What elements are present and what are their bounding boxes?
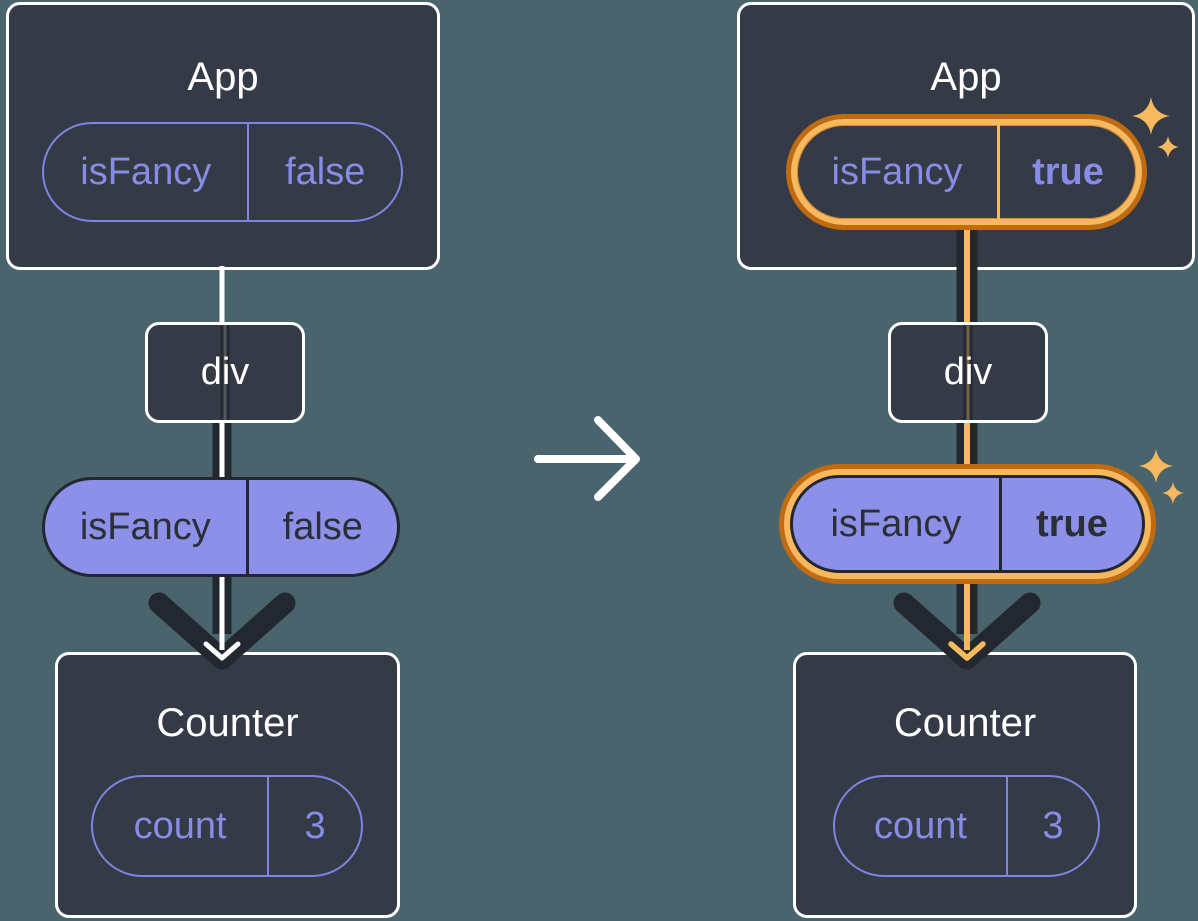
component-title: App (930, 55, 1002, 99)
state-value: false (285, 150, 366, 193)
state-name: isFancy (831, 150, 963, 193)
arrow-down-core-icon (203, 641, 241, 661)
state-pill-app-after-highlighted: isFancy true (791, 119, 1142, 225)
state-pill-counter-after: count 3 (833, 775, 1100, 877)
arrow-right-icon (534, 416, 640, 501)
dom-node-box-after: div (888, 322, 1048, 423)
prop-flow-after (893, 228, 1041, 670)
component-title: App (187, 55, 259, 99)
state-name: isFancy (80, 150, 212, 193)
pill-divider (1005, 777, 1008, 875)
prop-passthrough-core (223, 325, 227, 420)
state-value: true (1032, 150, 1104, 193)
pill-divider (247, 124, 250, 220)
pill-divider (998, 478, 1002, 570)
arrow-down-core-icon (948, 641, 986, 661)
prop-name: isFancy (830, 502, 962, 545)
prop-pill-passed-before: isFancy false (42, 477, 400, 577)
component-title: Counter (156, 701, 299, 745)
sparkle-icon (1139, 449, 1173, 483)
prop-passthrough-stripe (963, 325, 973, 420)
state-pill-counter-before: count 3 (91, 775, 363, 877)
prop-passthrough-stripe (220, 325, 230, 420)
prop-pill-passed-after-highlighted: isFancy true (790, 475, 1145, 573)
dom-node-label: div (200, 351, 250, 393)
pill-divider (997, 125, 1000, 219)
state-pill-app-before: isFancy false (42, 122, 403, 222)
prop-value: false (282, 505, 363, 548)
sparkle-icon (1157, 136, 1179, 158)
sparkle-icon (1162, 482, 1184, 504)
state-name: count (133, 804, 227, 847)
sparkle-icon (1132, 97, 1170, 135)
prop-passthrough-core (966, 325, 970, 420)
prop-value: true (1036, 502, 1108, 545)
pill-divider (267, 777, 270, 875)
dom-node-label: div (943, 351, 993, 393)
component-title: Counter (893, 701, 1037, 745)
state-value: 3 (304, 804, 326, 847)
state-name: count (873, 804, 967, 847)
prop-name: isFancy (79, 505, 211, 548)
pill-divider (245, 480, 249, 574)
state-value: 3 (1042, 804, 1064, 847)
dom-node-box-before: div (145, 322, 305, 423)
